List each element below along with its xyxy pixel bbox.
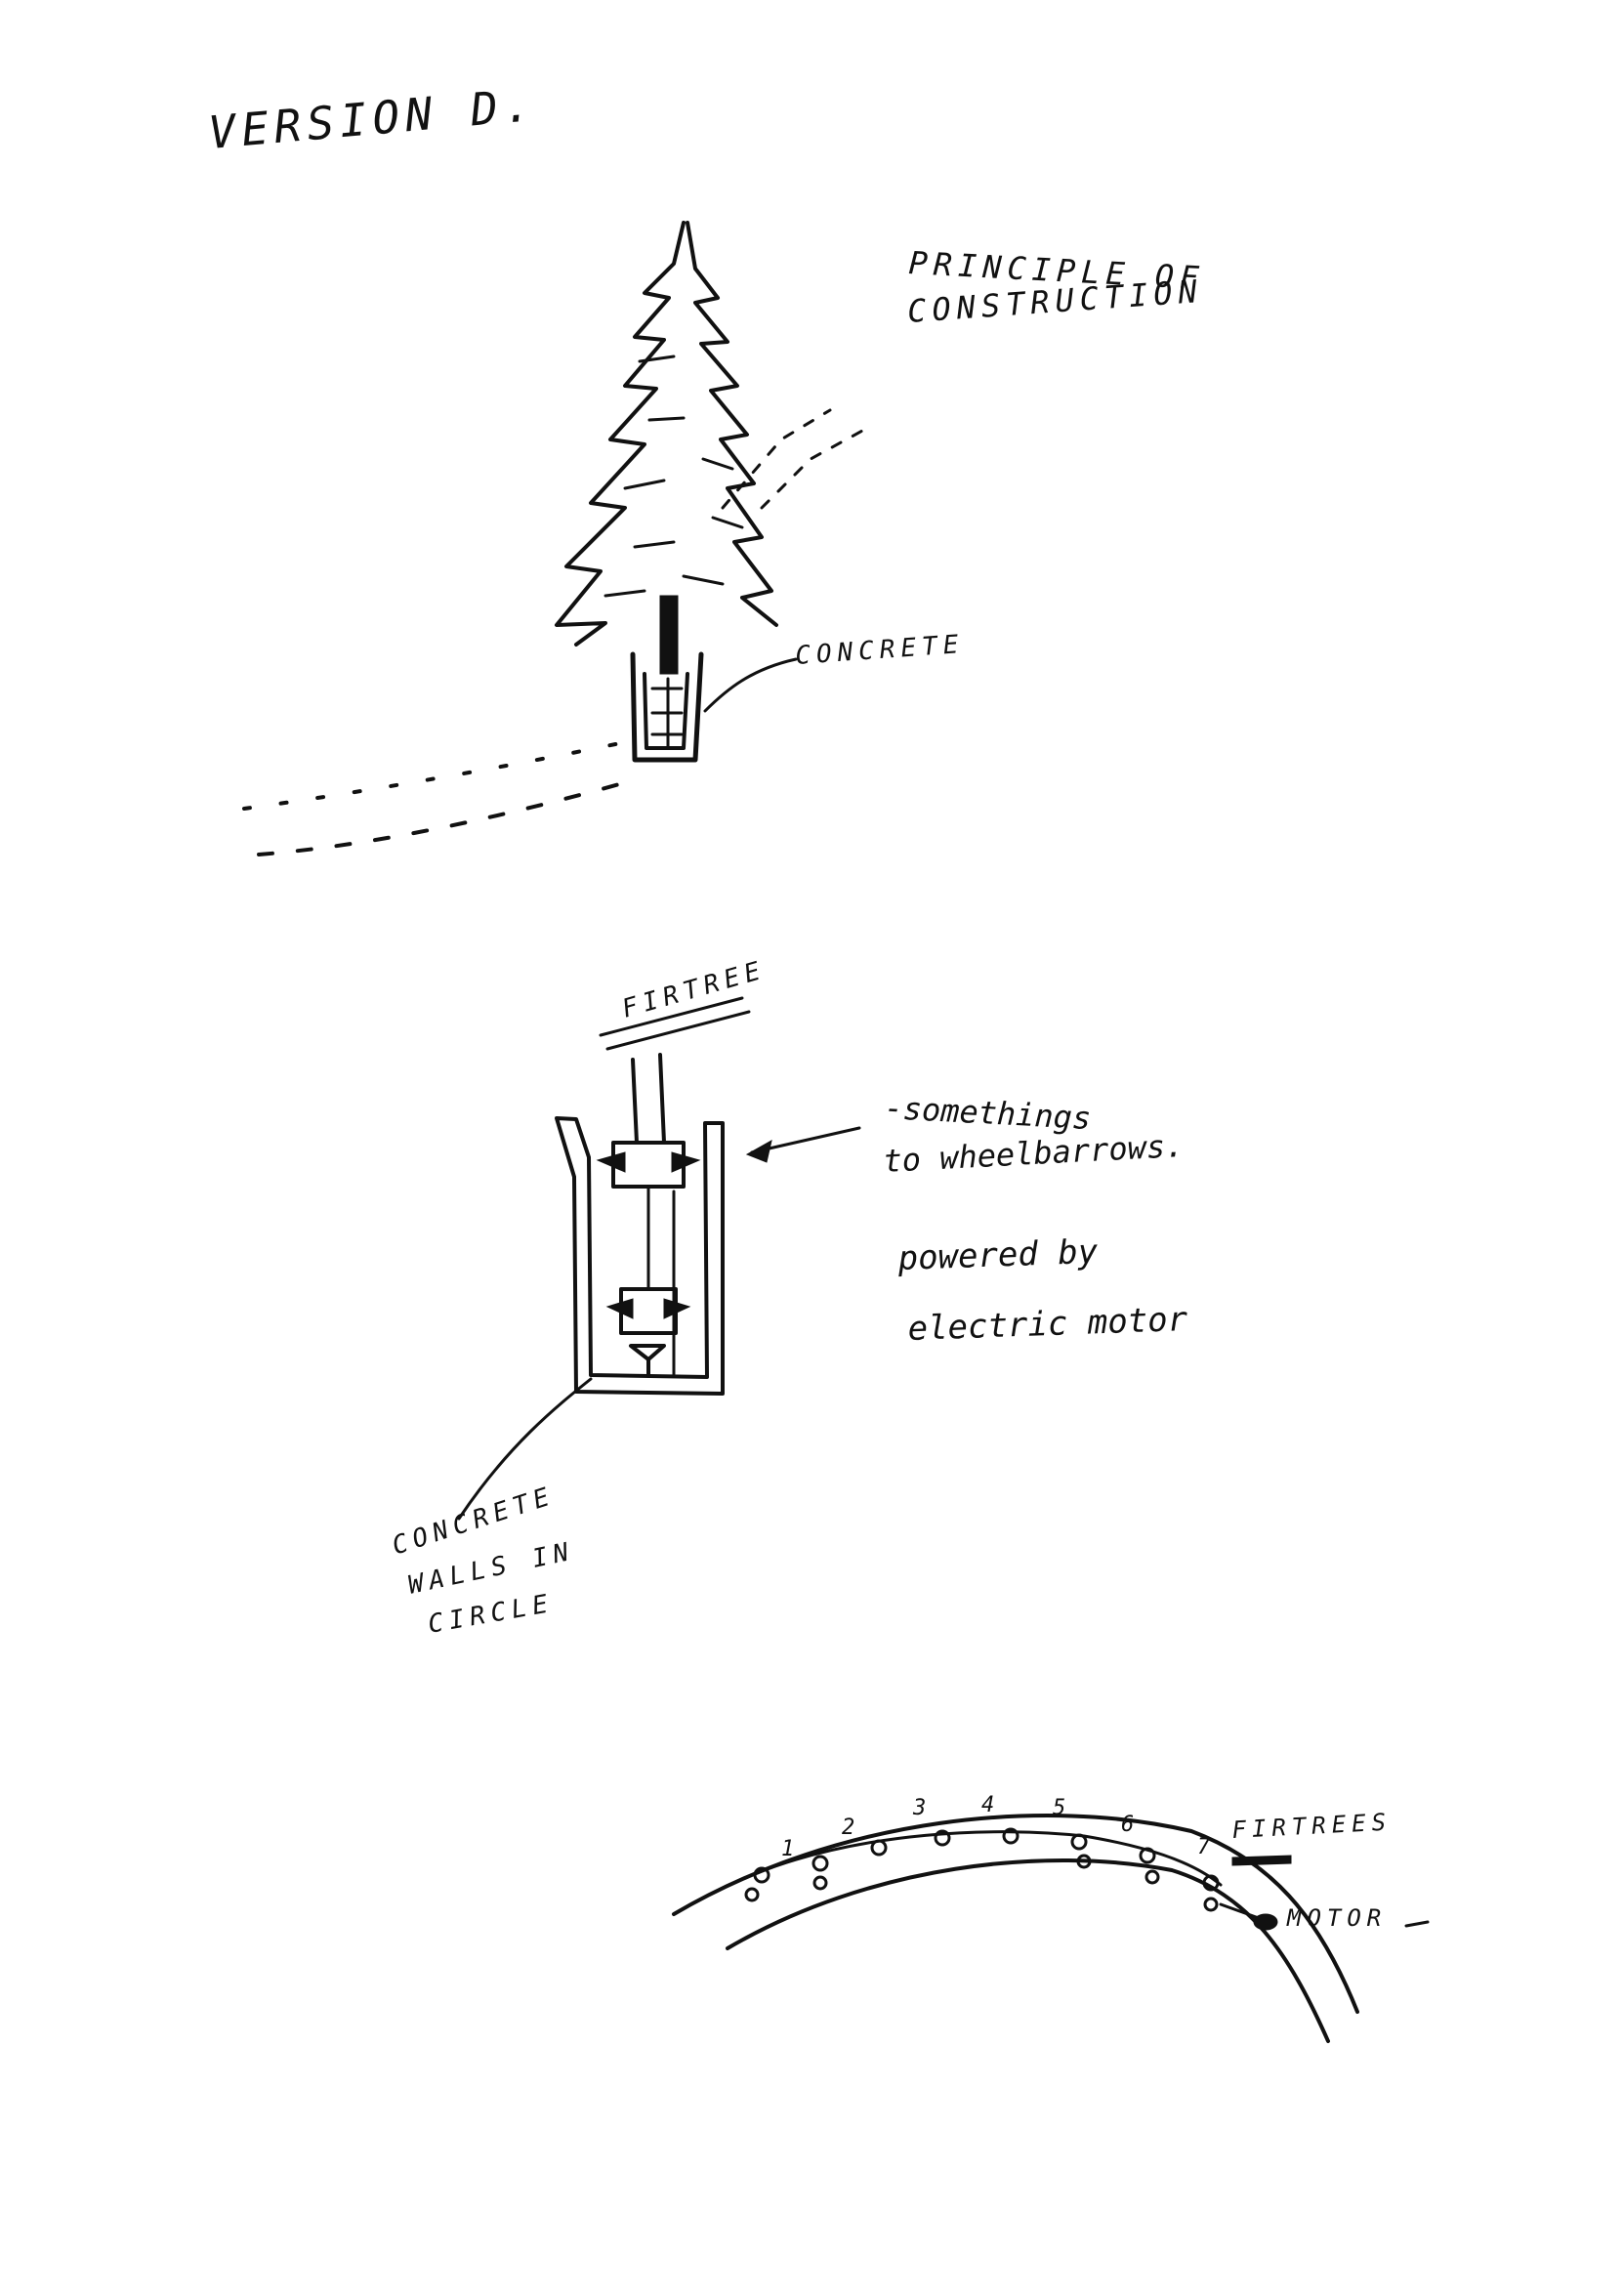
motor-label: MOTOR <box>1286 1904 1387 1932</box>
track-arc-inner <box>726 1858 1330 2043</box>
dotted-arc-outer <box>257 779 632 856</box>
walls-leader-line <box>457 1377 593 1521</box>
firtree-underline-1 <box>599 996 744 1037</box>
tree-number: 3 <box>912 1796 926 1820</box>
arrow-head <box>745 1140 772 1163</box>
page-title: VERSION D. <box>206 78 538 159</box>
concrete-leader-line <box>703 657 798 713</box>
concrete-footing <box>630 651 704 763</box>
tree-number: 1 <box>781 1837 794 1861</box>
note-line-1: -somethings <box>884 1089 1093 1137</box>
fir-tree-drawing <box>555 221 866 675</box>
tree-number: 2 <box>842 1816 854 1840</box>
chain-line <box>750 1830 1223 1887</box>
motor-symbol <box>1253 1913 1278 1931</box>
power-line-1: powered by <box>896 1232 1099 1278</box>
sketch-principle-of-construction: PRINCIPLE OF CONSTRUCTION CONCRETE <box>242 221 1205 856</box>
shaft-drawing <box>555 1053 725 1396</box>
note-line-2: to wheelbarrows. <box>882 1127 1185 1180</box>
tree-number: 4 <box>981 1793 994 1817</box>
firtree-markers <box>744 1827 1220 1912</box>
tree-number: 7 <box>1197 1835 1211 1859</box>
sketch-cross-section: FIRTREE -somethings to wheelbarrows. pow… <box>389 955 1188 1640</box>
firtrees-label: FIRTREES <box>1231 1808 1393 1844</box>
tree-number-labels: 1 2 3 4 5 6 7 <box>781 1793 1211 1861</box>
sketch-track-plan: 1 2 3 4 5 6 7 FIRTREES MOTOR <box>672 1793 1430 2043</box>
tree-number: 5 <box>1053 1796 1065 1820</box>
walls-line-3: CIRCLE <box>426 1589 556 1640</box>
firtrees-underline-mark <box>1231 1855 1292 1866</box>
tree-trunk <box>659 595 679 675</box>
concrete-label: CONCRETE <box>794 630 965 671</box>
power-line-2: electric motor <box>907 1300 1188 1349</box>
dotted-arc-inner <box>242 740 627 811</box>
track-arc-outer <box>672 1814 1359 2014</box>
firtree-underline-2 <box>605 1010 751 1051</box>
tree-number: 6 <box>1121 1813 1134 1837</box>
motor-label-tail <box>1404 1920 1430 1928</box>
